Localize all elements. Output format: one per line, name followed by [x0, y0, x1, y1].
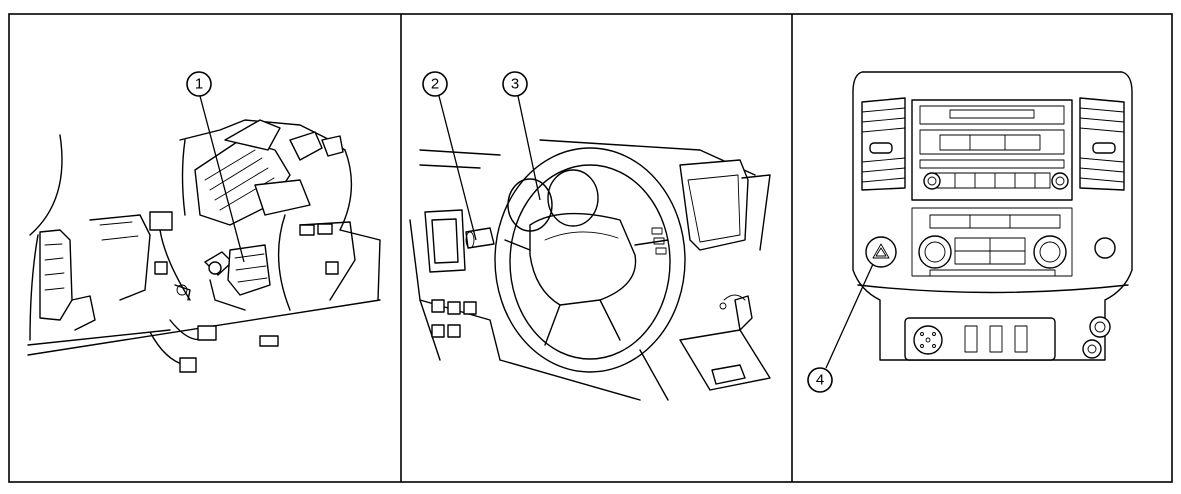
callout-1-leader: [199, 95, 245, 263]
callout-4-leader: [825, 263, 874, 369]
callout-3-leader: [517, 95, 541, 201]
callout-1-label: 1: [195, 76, 203, 93]
panel-steering: 2 3: [409, 71, 771, 401]
panel-under-dash: 1: [27, 71, 381, 373]
panel-center-console: 4: [807, 71, 1133, 393]
callout-4-circle: [807, 367, 833, 393]
callout-2-leader: [438, 95, 477, 241]
hazard-switch: [865, 236, 897, 268]
callout-2-label: 2: [431, 76, 439, 93]
callout-3-circle: [502, 71, 528, 97]
callout-1-circle: [186, 71, 212, 97]
figure-frame: [8, 13, 1173, 483]
callout-3-label: 3: [511, 76, 519, 93]
callout-4-label: 4: [816, 372, 824, 389]
callout-2-circle: [422, 71, 448, 97]
